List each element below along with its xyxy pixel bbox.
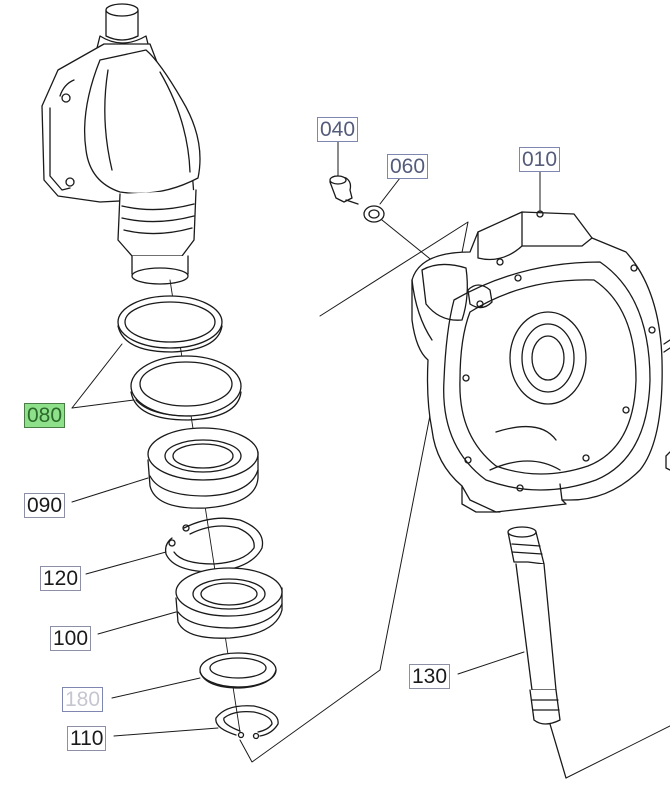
part-callout-080[interactable]: 080	[24, 403, 66, 428]
lower-gear-case	[411, 210, 670, 513]
snap-ring	[164, 517, 264, 573]
upper-gear-case	[41, 3, 201, 285]
plug-bolt	[329, 175, 359, 205]
ball-bearing-lower	[175, 567, 283, 639]
circlip	[215, 705, 279, 740]
part-callout-180[interactable]: 180	[62, 687, 104, 712]
part-callout-060[interactable]: 060	[387, 154, 429, 179]
spline-shaft	[507, 526, 670, 779]
oil-seal-lower	[130, 355, 242, 421]
part-callout-100[interactable]: 100	[50, 626, 92, 651]
leader-lines	[71, 139, 541, 737]
partial-adjacent-part	[665, 451, 670, 471]
part-callout-090[interactable]: 090	[24, 493, 66, 518]
assembly-outline	[239, 221, 469, 763]
part-callout-010[interactable]: 010	[519, 147, 561, 172]
oil-seal-upper	[117, 295, 223, 353]
part-callout-130[interactable]: 130	[409, 664, 451, 689]
part-callout-040[interactable]: 040	[317, 117, 359, 142]
flat-washer	[199, 652, 277, 689]
part-callout-120[interactable]: 120	[40, 566, 82, 591]
ball-bearing-upper	[147, 427, 259, 509]
sealing-washer	[363, 205, 385, 223]
part-callout-110[interactable]: 110	[67, 726, 107, 751]
